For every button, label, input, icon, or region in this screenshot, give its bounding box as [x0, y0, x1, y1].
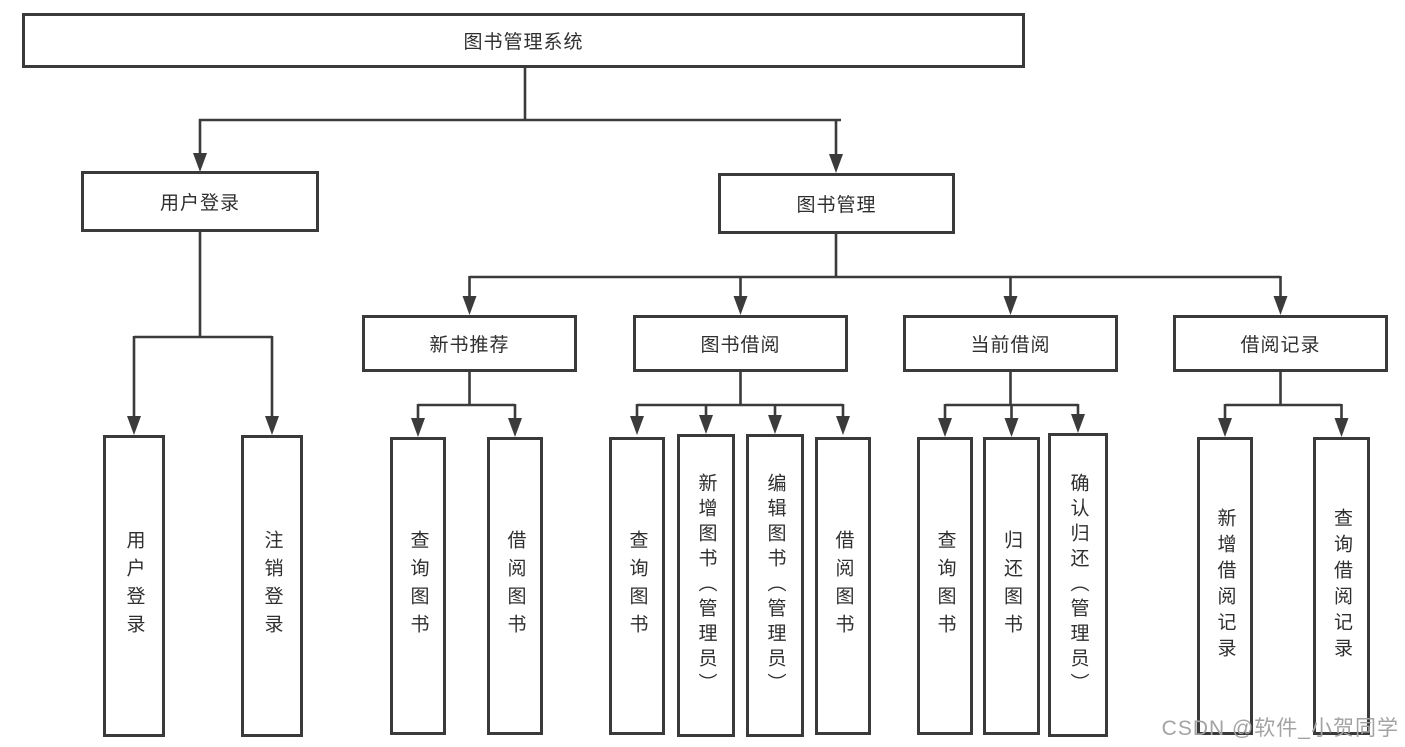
node-borrow-records: 借阅记录	[1173, 315, 1388, 372]
arrowhead-user-login	[193, 153, 207, 172]
leaf-logout-label: 注销登录	[261, 530, 283, 642]
leaf-bb-borrow-book: 借阅图书	[815, 437, 871, 735]
arrowhead-newbookrec	[462, 296, 477, 315]
leaf-cb-return-book: 归还图书	[983, 437, 1040, 735]
leaf-br-add-record-label: 新增借阅记录	[1214, 508, 1236, 664]
leaf-br-query-record-label: 查询借阅记录	[1331, 508, 1352, 664]
leaf-bb-add-book: 新增图书（管理员）	[677, 434, 735, 737]
leaf-bb-query-book-label: 查询图书	[626, 530, 648, 642]
node-book-management: 图书管理	[718, 173, 955, 234]
leaf-cb-confirm-return-label: 确认归还（管理员）	[1067, 472, 1089, 698]
arrowhead-bb-edit	[768, 415, 782, 434]
arrowhead-bb-query	[630, 416, 644, 435]
arrowhead-bookborrow	[733, 296, 748, 315]
arrowhead-leaf-logout	[265, 416, 279, 435]
node-current-borrow: 当前借阅	[903, 315, 1118, 372]
arrowhead-cb-confirm	[1071, 414, 1085, 433]
arrowhead-rec-query	[411, 418, 425, 437]
node-user-login: 用户登录	[81, 171, 319, 232]
arrowhead-currentborrow	[1003, 296, 1018, 315]
arrowhead-bb-borrow	[836, 416, 850, 435]
node-book-borrow: 图书借阅	[633, 315, 848, 372]
leaf-bb-borrow-book-label: 借阅图书	[832, 530, 854, 642]
arrowhead-br-query	[1334, 418, 1349, 437]
leaf-logout: 注销登录	[241, 435, 303, 737]
leaf-rec-query-book-label: 查询图书	[407, 530, 429, 642]
leaf-br-query-record: 查询借阅记录	[1313, 437, 1370, 735]
leaf-bb-edit-book-label: 编辑图书（管理员）	[764, 473, 786, 698]
arrowhead-rec-borrow	[508, 418, 522, 437]
leaf-user-login-label: 用户登录	[123, 530, 145, 642]
csdn-watermark: CSDN @软件_小贺同学	[1161, 717, 1399, 740]
leaf-br-add-record: 新增借阅记录	[1197, 437, 1253, 735]
node-new-book-recommend: 新书推荐	[362, 315, 577, 372]
leaf-rec-query-book: 查询图书	[390, 437, 446, 735]
arrowhead-bb-add	[699, 415, 713, 434]
leaf-cb-query-book: 查询图书	[917, 437, 973, 735]
arrowhead-borrowrecords	[1273, 296, 1288, 315]
arrowhead-leaf-userlogin	[127, 416, 141, 435]
node-root-system: 图书管理系统	[22, 13, 1025, 68]
leaf-cb-return-book-label: 归还图书	[1001, 530, 1022, 642]
leaf-bb-query-book: 查询图书	[609, 437, 665, 735]
leaf-cb-confirm-return: 确认归还（管理员）	[1048, 433, 1108, 737]
leaf-bb-add-book-label: 新增图书（管理员）	[695, 473, 717, 698]
leaf-rec-borrow-book-label: 借阅图书	[504, 530, 526, 642]
arrowheads	[127, 153, 1349, 437]
leaf-user-login: 用户登录	[103, 435, 165, 737]
leaf-bb-edit-book: 编辑图书（管理员）	[746, 434, 804, 737]
arrowhead-br-add	[1218, 418, 1232, 437]
leaf-rec-borrow-book: 借阅图书	[487, 437, 543, 735]
arrowhead-cb-return	[1004, 418, 1019, 437]
arrowhead-cb-query	[938, 418, 952, 437]
leaf-cb-query-book-label: 查询图书	[934, 530, 956, 642]
arrowhead-book-mgmt	[829, 154, 843, 173]
